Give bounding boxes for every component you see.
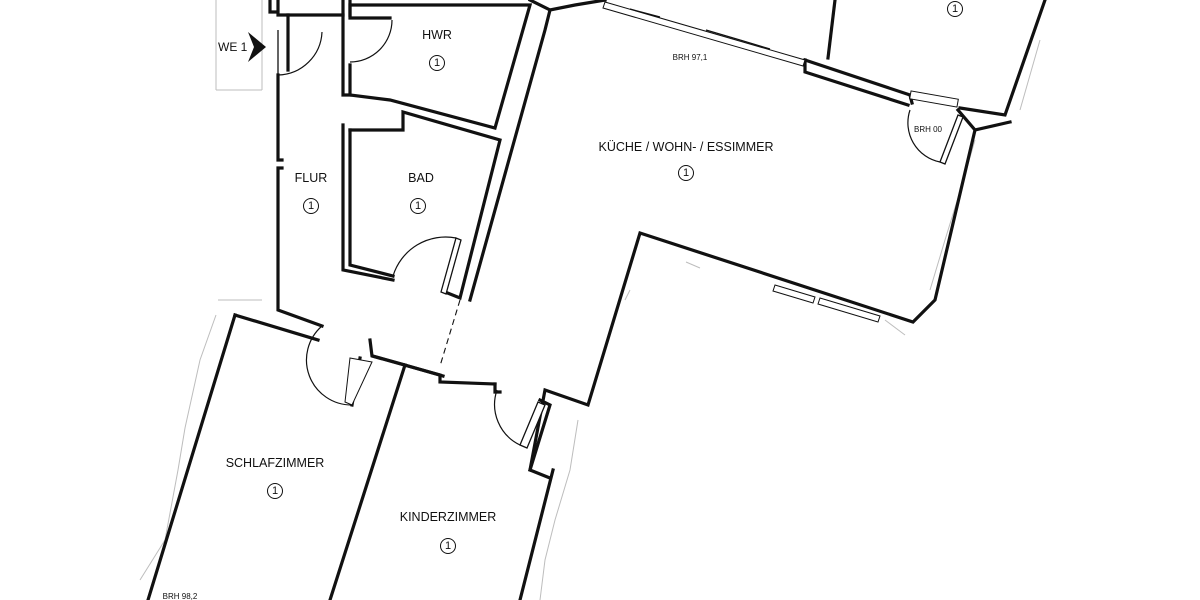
room-number-circle-kinderzimmer — [440, 538, 456, 554]
room-number-hwr: 1 — [434, 57, 440, 69]
room-name-hwr: HWR — [422, 28, 452, 42]
entry-label: WE 1 — [218, 40, 248, 54]
room-number-kueche: 1 — [683, 167, 689, 179]
entry-arrow-icon — [248, 32, 266, 62]
window-frames — [344, 1, 959, 406]
room-number-circle-schlafzimmer — [267, 483, 283, 499]
room-name-schlafzimmer: SCHLAFZIMMER — [226, 456, 325, 470]
doors — [277, 19, 964, 449]
walls — [146, 0, 1047, 600]
brh-label-bottom: BRH 98,2 — [163, 592, 198, 600]
room-number-neighbor: 1 — [952, 3, 958, 15]
room-name-kinderzimmer: KINDERZIMMER — [400, 510, 497, 524]
room-number-schlafzimmer: 1 — [272, 485, 278, 497]
room-number-kinderzimmer: 1 — [445, 540, 451, 552]
room-number-circle-hwr — [429, 55, 445, 71]
brh-label-top: BRH 97,1 — [673, 53, 708, 62]
room-number-circle-flur — [303, 198, 319, 214]
room-number-circle-kueche — [678, 165, 694, 181]
room-name-bad: BAD — [408, 171, 434, 185]
room-name-flur: FLUR — [295, 171, 328, 185]
room-number-bad: 1 — [415, 200, 421, 212]
room-number-circle-bad — [410, 198, 426, 214]
outline-hairlines — [139, 0, 1041, 600]
room-name-kueche: KÜCHE / WOHN- / ESSIMMER — [598, 140, 773, 154]
room-number-flur: 1 — [308, 200, 314, 212]
brh-label-balcony: BRH 00 — [914, 125, 943, 134]
room-number-circle-neighbor — [947, 1, 963, 17]
